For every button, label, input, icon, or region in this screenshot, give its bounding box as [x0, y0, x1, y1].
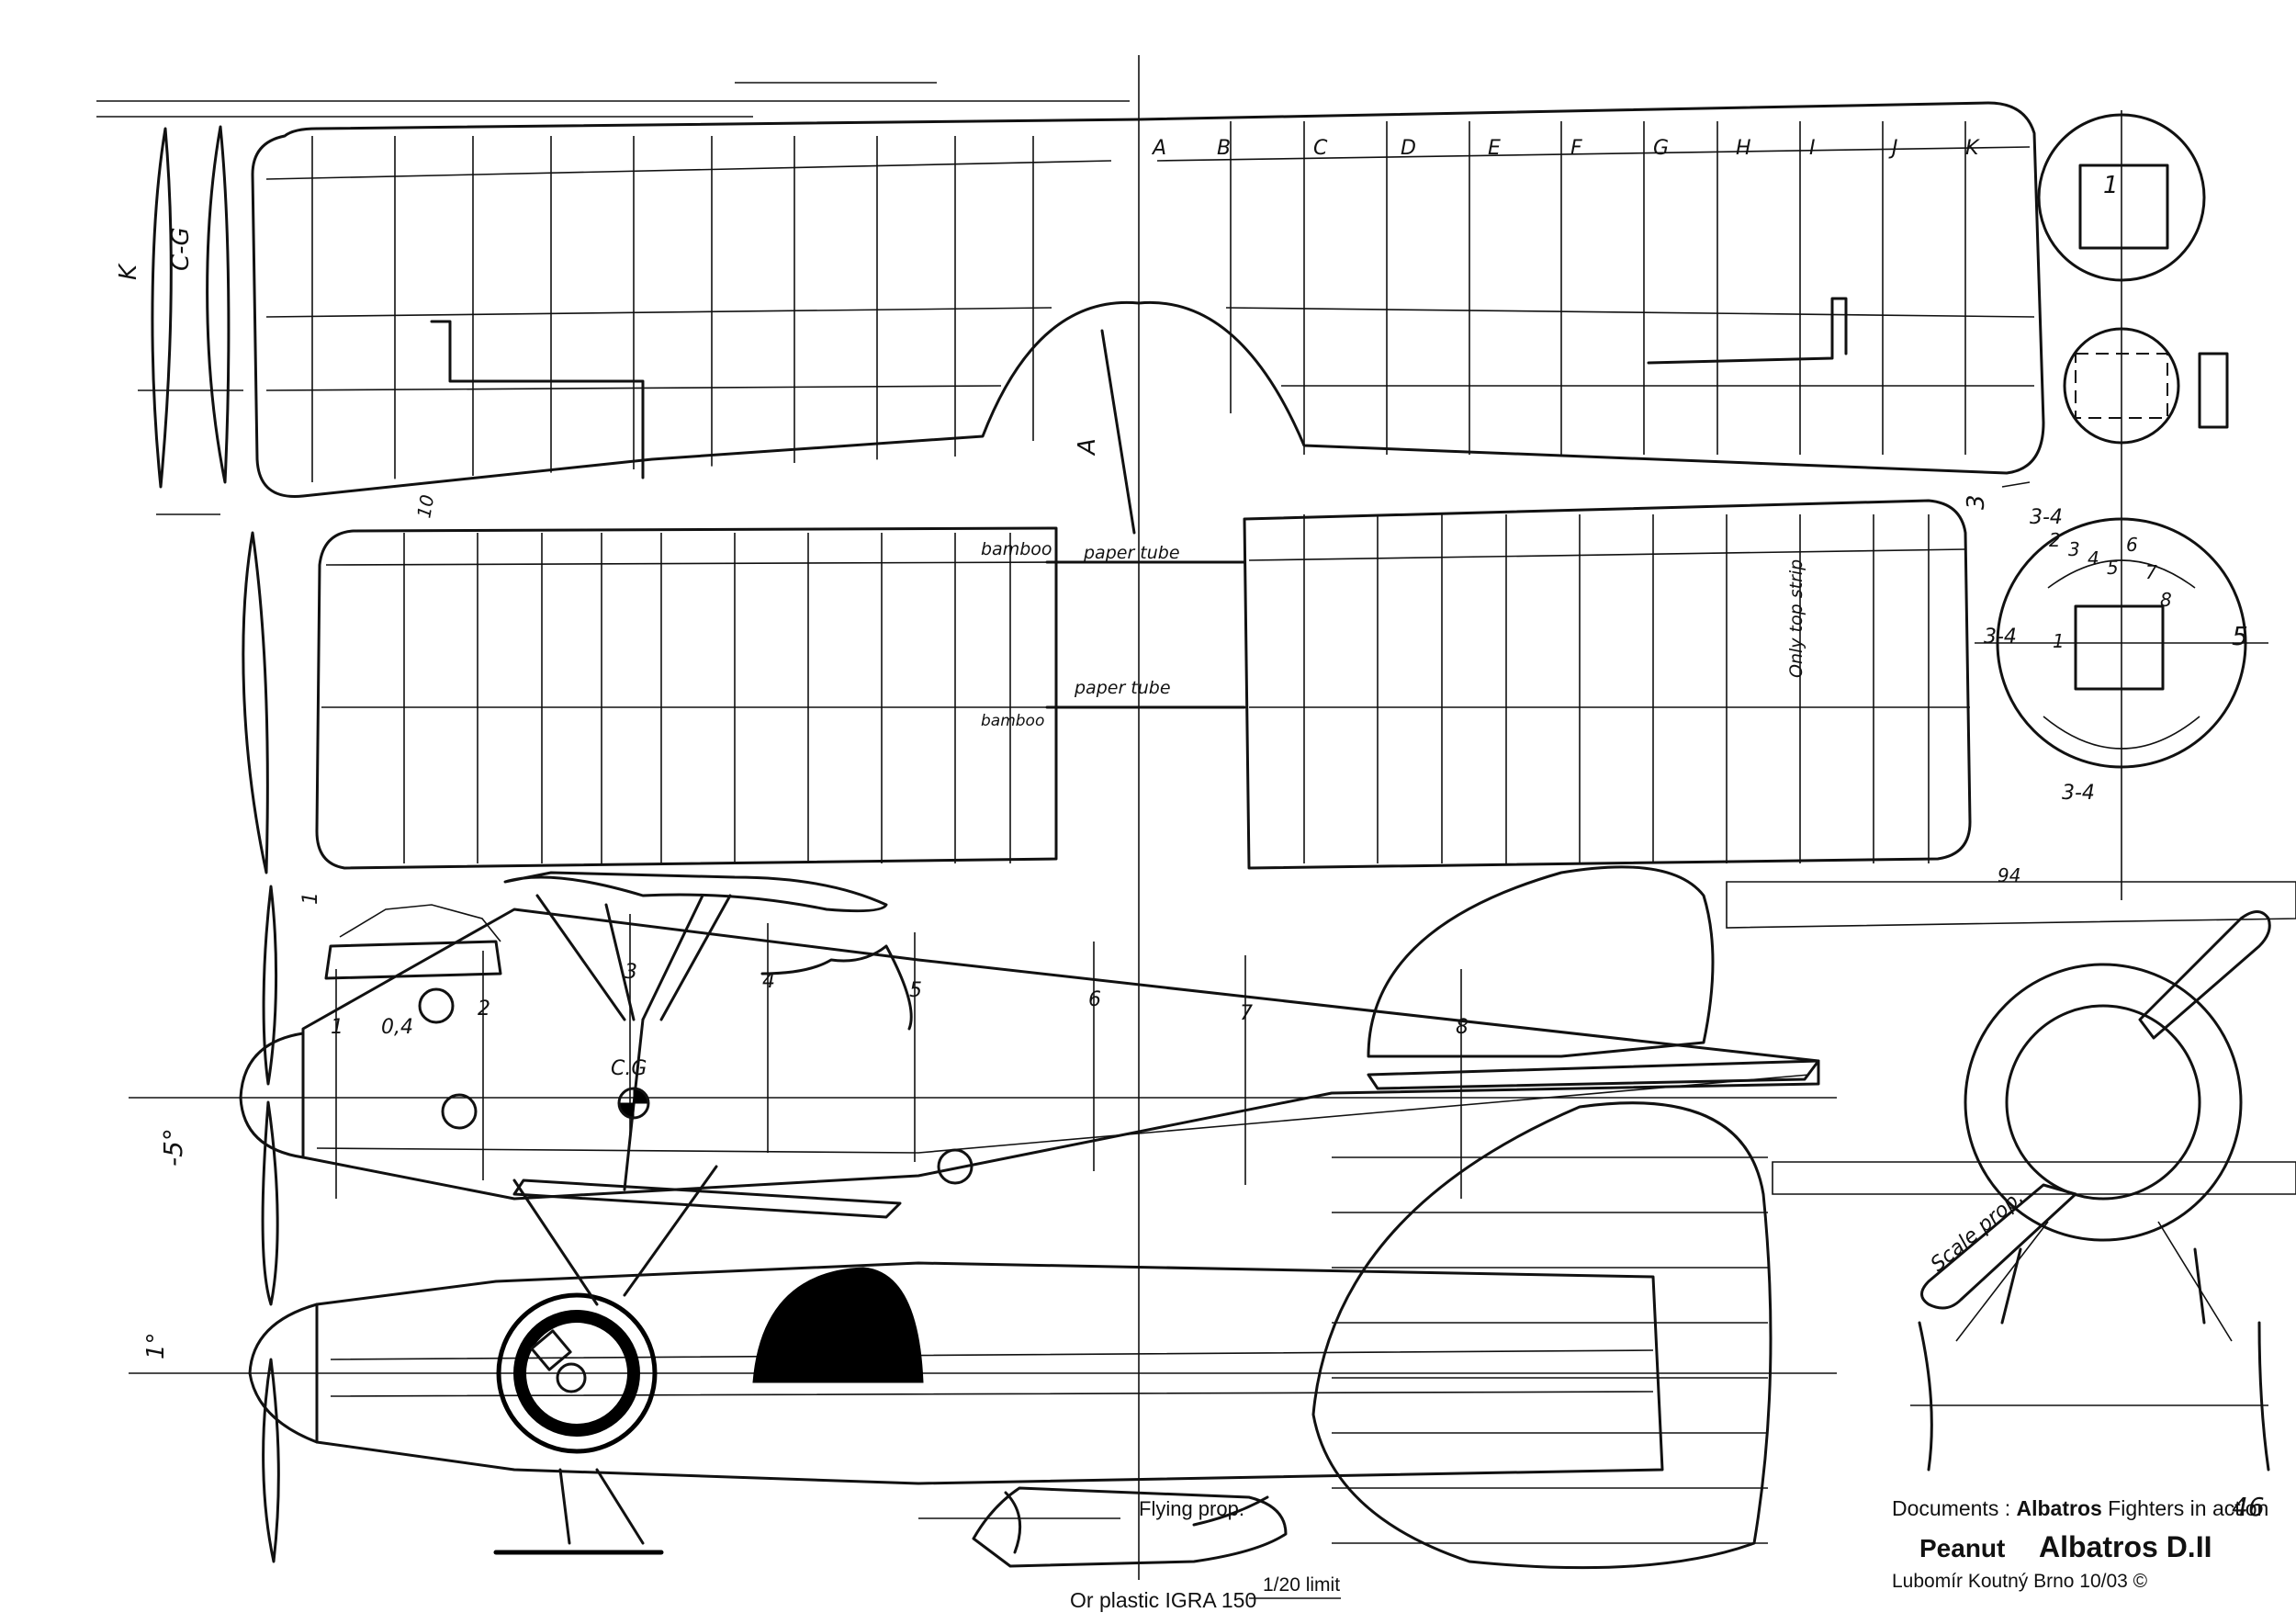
wing-station-A: A	[1151, 137, 1166, 160]
flying-prop-inset: Flying prop. Or plastic IGRA 150 1/20 li…	[918, 1486, 1341, 1612]
fuselage-plan-view: 1°	[129, 1101, 1837, 1570]
wing-station-D: D	[1401, 137, 1416, 160]
frame-number-3: 3	[625, 961, 637, 984]
front-section-number-8: 8	[2160, 589, 2172, 611]
frame-number-6: 6	[1088, 988, 1101, 1011]
front-section-number-2: 2	[2049, 529, 2061, 551]
author-line: Lubomír Koutný Brno 10/03 ©	[1892, 1571, 2148, 1592]
f-04-label: 0,4	[381, 1016, 413, 1039]
fuselage-side-view: 1 2 3 4 5 6 7 8 0,4 C.G -5° 1	[129, 865, 1837, 1306]
wing-station-K: K	[1965, 137, 1980, 160]
wing-station-C: C	[1313, 137, 1328, 160]
front-section-number-6: 6	[2126, 534, 2138, 556]
frame-number-5: 5	[909, 979, 922, 1002]
rib-cg-label: C-G	[167, 227, 195, 271]
angle-minus5: -5°	[158, 1128, 188, 1167]
wing-station-H: H	[1736, 137, 1751, 160]
section-1-label: 1	[2103, 172, 2119, 199]
frame-number-1: 1	[331, 1016, 343, 1039]
front-section-number-1: 1	[2053, 630, 2065, 652]
front-section-number-3: 3	[2068, 538, 2080, 560]
cg-label: C.G	[611, 1057, 647, 1080]
wing-station-J: J	[1888, 137, 1898, 160]
upper-wing: A A B C D E F G H I J K	[251, 101, 2045, 535]
guide-lines	[96, 55, 2122, 1580]
doc-bold: Albatros	[2017, 1496, 2102, 1520]
doc-suffix: Fighters in action	[2102, 1496, 2269, 1520]
rib-k-label: K	[115, 263, 142, 280]
bamboo-lower-label: bamboo	[981, 712, 1044, 730]
doc-num: 46	[2232, 1492, 2265, 1522]
dim-10: 10	[412, 493, 438, 520]
dim-94: 94	[1998, 864, 2020, 886]
doc-prefix: Documents :	[1892, 1496, 2017, 1520]
bamboo-upper-label: bamboo	[981, 539, 1052, 559]
peanut-label: Peanut	[1919, 1534, 2005, 1562]
doc-line: Documents : Albatros Fighters in action	[1892, 1496, 2268, 1520]
front-section-number-7: 7	[2145, 561, 2157, 583]
wing-station-I: I	[1809, 137, 1816, 160]
wing-station-E: E	[1488, 137, 1501, 160]
front-section-number-5: 5	[2107, 557, 2119, 579]
frame-number-7: 7	[1240, 1002, 1253, 1025]
plastic-label: Or plastic IGRA 150	[1070, 1588, 1256, 1612]
title-block: Documents : Albatros Fighters in action …	[1892, 1492, 2268, 1592]
airfoil-profiles: K C-G	[115, 125, 269, 874]
angle-1: 1°	[142, 1332, 170, 1359]
scale-prop-label: Scale prop.	[1927, 1186, 2029, 1277]
wing-station-G: G	[1653, 137, 1669, 160]
limit-label: 1/20 limit	[1263, 1574, 1340, 1596]
dim-5: 5	[2232, 621, 2248, 651]
lower-wing: bamboo paper tube paper tube bamboo Only…	[315, 499, 1972, 870]
dim-3: 3	[1963, 494, 1990, 510]
frame-number-8: 8	[1456, 1016, 1469, 1039]
rib-a-label: A	[1074, 438, 1101, 457]
paper-tube-lower-label: paper tube	[1074, 678, 1171, 698]
dim-3-4-b: 3-4	[1984, 626, 2017, 648]
aircraft-name: Albatros D.II	[2039, 1530, 2212, 1563]
front-section-number-4: 4	[2088, 547, 2099, 570]
wing-station-F: F	[1570, 137, 1582, 160]
only-top-strip-label: Only top strip	[1786, 559, 1806, 678]
frame-number-4: 4	[762, 970, 775, 993]
paper-tube-upper-label: paper tube	[1083, 543, 1180, 563]
dim-3-4-c: 3-4	[2062, 782, 2095, 805]
dim-top: 1	[299, 892, 322, 905]
frame-number-2: 2	[478, 998, 490, 1021]
dim-3-4-a: 3-4	[2030, 506, 2063, 529]
wing-station-B: B	[1217, 137, 1231, 160]
flying-prop-label: Flying prop.	[1139, 1497, 1244, 1520]
front-view: Scale prop.	[1726, 881, 2296, 1472]
